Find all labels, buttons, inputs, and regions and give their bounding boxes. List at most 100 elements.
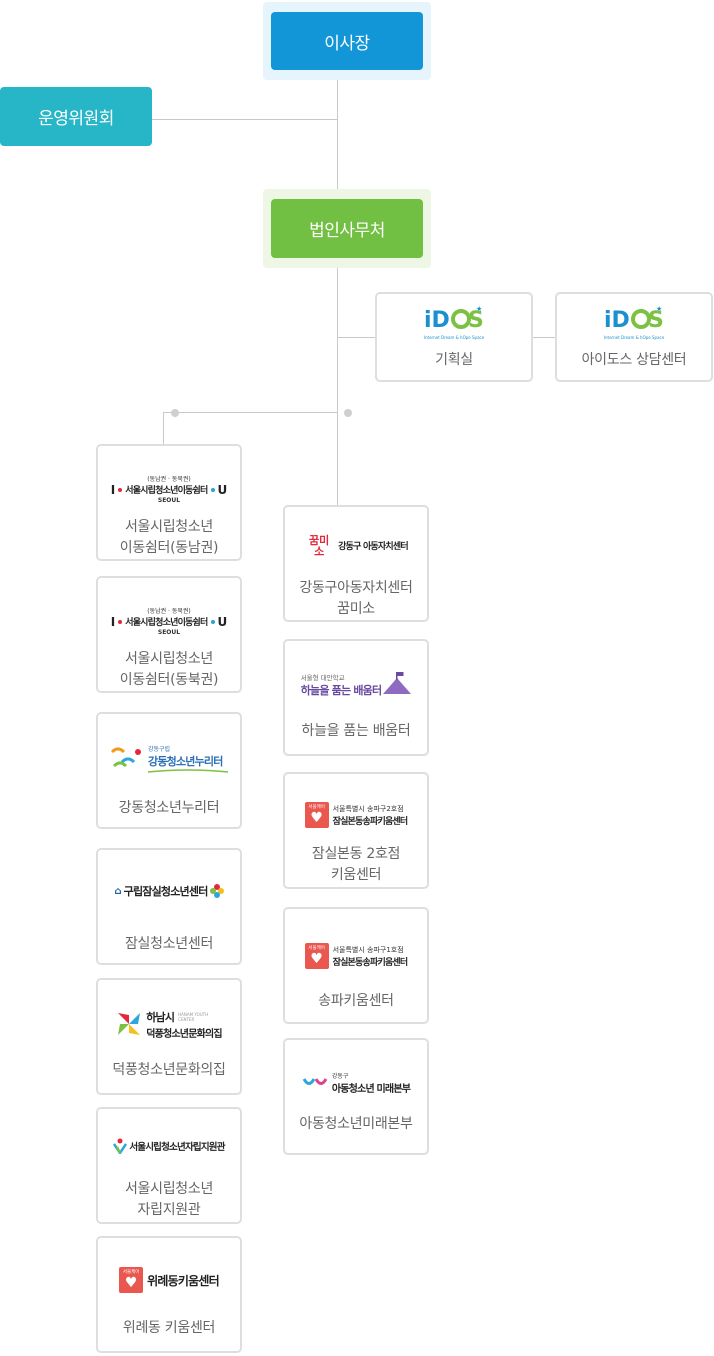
independence-logo-text: 서울시립청소년자립지원관 — [129, 1142, 225, 1153]
left-card-independence[interactable]: 서울시립청소년자립지원관 서울시립청소년 자립지원관 — [96, 1107, 242, 1224]
shelter-logo-top: (동남권 · 동북권) — [147, 475, 191, 483]
kkummiso-logo: 꿈미소 강동구 아동자치센터 — [285, 525, 427, 566]
idos-logo: iD S ★ Internet Dream & hOpe Space — [377, 294, 531, 350]
shelter-logo-text: 서울시립청소년이동쉼터 — [125, 618, 208, 628]
nurriter-mark-icon — [110, 747, 141, 768]
deokpung-logo-top: 하남시 — [146, 1010, 175, 1024]
flower-icon — [209, 884, 224, 898]
nurriter-underline — [148, 768, 228, 773]
future-logo: 강동구 아동청소년 미래본부 — [285, 1060, 427, 1106]
future-logo-top: 강동구 — [331, 1073, 349, 1080]
center-card-future[interactable]: 강동구 아동청소년 미래본부 아동청소년미래본부 — [283, 1038, 429, 1155]
nurriter-logo-top: 강동구립 — [148, 745, 171, 753]
left-branch-line — [163, 412, 338, 413]
wirye-logo: 서울케어 ♥ 위례동키움센터 — [98, 1256, 240, 1304]
nurriter-logo: 강동구립 강동청소년누리터 — [98, 736, 240, 780]
blue-dot-icon — [210, 487, 215, 492]
jamsil-logo: ⌂ 구립잠실청소년센터 — [98, 866, 240, 916]
seoul-care-heart-icon: 서울케어 ♥ — [119, 1267, 144, 1293]
red-dot-icon — [118, 619, 123, 624]
branch-dot-center — [344, 409, 352, 417]
seoul-care-badge: 서울케어 — [308, 805, 325, 810]
unit-label: 강동구아동자치센터 꿈미소 — [299, 580, 413, 617]
haneul-logo: 서울형 대안학교 하늘을 품는 배움터 — [285, 663, 427, 707]
idos-logo: iD S ★ Internet Dream & hOpe Space — [557, 294, 711, 350]
unit-label: 송파키움센터 — [318, 993, 394, 1009]
idos-logo-sub: Internet Dream & hOpe Space — [423, 334, 485, 340]
wirye-logo-text: 위례동키움센터 — [147, 1273, 219, 1288]
seoul-care-logo-text: 잠실본동송파키움센터 — [332, 816, 409, 827]
trunk-line-bottom — [337, 268, 338, 507]
deokpung-logo-top-sub: HANAM YOUTH CENTER — [178, 1011, 209, 1022]
seoul-care-logo-top: 서울특별시 송파구2호점 — [332, 804, 404, 813]
svg-text:★: ★ — [476, 305, 482, 313]
svg-text:S: S — [648, 308, 664, 333]
pinwheel-icon — [118, 1013, 141, 1035]
trunk-line-top — [337, 80, 338, 190]
seoul-care-badge: 서울케어 — [308, 946, 325, 951]
unit-label: 아동청소년미래본부 — [299, 1116, 413, 1132]
svg-text:★: ★ — [656, 305, 662, 313]
seoul-care-heart-icon: 서울케어 ♥ — [304, 943, 329, 969]
shelter-logo-top: (동남권 · 동북권) — [147, 607, 191, 615]
seoul-care-heart-icon: 서울케어 ♥ — [304, 802, 329, 828]
chairman-node[interactable]: 이사장 — [271, 12, 423, 70]
blue-dot-icon — [210, 619, 215, 624]
future-logo-text: 아동청소년 미래본부 — [331, 1084, 411, 1095]
seoul-care-logo: 서울케어 ♥ 서울특별시 송파구1호점 잠실본동송파키움센터 — [285, 935, 427, 977]
jamsil-logo-text: 구립잠실청소년센터 — [123, 885, 209, 898]
shelter-logo-sub: SEOUL — [157, 496, 181, 504]
center-card-jamsil-2ho[interactable]: 서울케어 ♥ 서울특별시 송파구2호점 잠실본동송파키움센터 잠실본동 2호점 … — [283, 772, 429, 889]
idos-logo-icon: iD S ★ — [424, 305, 484, 333]
idos-logo-sub: Internet Dream & hOpe Space — [603, 334, 665, 340]
unit-label: 강동청소년누리터 — [118, 800, 220, 816]
left-card-shelter-southeast[interactable]: (동남권 · 동북권) I 서울시립청소년이동쉼터 U SEOUL 서울시립청소… — [96, 444, 242, 561]
seoul-care-logo: 서울케어 ♥ 서울특별시 송파구2호점 잠실본동송파키움센터 — [285, 794, 427, 836]
committee-line — [152, 119, 338, 120]
unit-label: 잠실청소년센터 — [124, 936, 214, 952]
center-card-songpa[interactable]: 서울케어 ♥ 서울특별시 송파구1호점 잠실본동송파키움센터 송파키움센터 — [283, 907, 429, 1024]
committee-node[interactable]: 운영위원회 — [0, 87, 152, 146]
unit-label: 기획실 — [435, 352, 473, 368]
red-dot-icon — [118, 487, 123, 492]
left-card-nurriter[interactable]: 강동구립 강동청소년누리터 강동청소년누리터 — [96, 712, 242, 829]
jamsil-mark-icon: ⌂ — [114, 885, 122, 897]
person-icon — [113, 1138, 128, 1154]
office-node[interactable]: 법인사무처 — [271, 199, 423, 258]
unit-label: 서울시립청소년 자립지원관 — [124, 1181, 214, 1218]
unit-label: 덕풍청소년문화의집 — [112, 1062, 226, 1078]
unit-card-counseling[interactable]: iD S ★ Internet Dream & hOpe Space 아이도스 … — [555, 292, 713, 382]
haneul-logo-text: 하늘을 품는 배움터 — [300, 684, 382, 697]
left-card-wirye[interactable]: 서울케어 ♥ 위례동키움센터 위례동 키움센터 — [96, 1236, 242, 1353]
left-card-jamsil[interactable]: ⌂ 구립잠실청소년센터 잠실청소년센터 — [96, 848, 242, 965]
deokpung-logo-text: 덕풍청소년문화의집 — [146, 1028, 222, 1040]
kkummiso-logo-text: 강동구 아동자치센터 — [338, 542, 408, 552]
unit-label: 하늘을 품는 배움터 — [301, 723, 411, 739]
school-roof-icon — [383, 672, 412, 694]
left-card-deokpung[interactable]: 하남시 HANAM YOUTH CENTER 덕풍청소년문화의집 덕풍청소년문화… — [96, 978, 242, 1095]
unit-card-planning[interactable]: iD S ★ Internet Dream & hOpe Space 기획실 — [375, 292, 533, 382]
nurriter-logo-text: 강동청소년누리터 — [148, 754, 223, 768]
center-card-kkummiso[interactable]: 꿈미소 강동구 아동자치센터 강동구아동자치센터 꿈미소 — [283, 505, 429, 622]
idos-logo-icon: iD S ★ — [604, 305, 664, 333]
independence-logo: 서울시립청소년자립지원관 — [98, 1123, 240, 1169]
kkummiso-mark-icon: 꿈미소 — [309, 533, 330, 558]
unit-label: 잠실본동 2호점 키움센터 — [311, 846, 401, 883]
seoul-care-badge: 서울케어 — [122, 1270, 140, 1275]
left-card-shelter-northeast[interactable]: (동남권 · 동북권) I 서울시립청소년이동쉼터 U SEOUL 서울시립청소… — [96, 576, 242, 693]
left-branch-drop — [163, 412, 164, 446]
unit-label: 위례동 키움센터 — [122, 1320, 216, 1336]
shelter-logo-text: 서울시립청소년이동쉼터 — [125, 486, 208, 496]
center-card-haneul[interactable]: 서울형 대안학교 하늘을 품는 배움터 하늘을 품는 배움터 — [283, 639, 429, 756]
shelter-logo: (동남권 · 동북권) I 서울시립청소년이동쉼터 U SEOUL — [110, 607, 228, 636]
unit-label: 서울시립청소년 이동쉼터(동북권) — [119, 651, 219, 688]
seoul-care-logo-top: 서울특별시 송파구1호점 — [332, 945, 404, 954]
haneul-logo-top: 서울형 대안학교 — [300, 674, 345, 682]
svg-text:iD: iD — [604, 308, 630, 333]
svg-text:S: S — [468, 308, 484, 333]
branch-dot-left — [171, 409, 179, 417]
seoul-care-logo-text: 잠실본동송파키움센터 — [332, 957, 409, 968]
unit-label: 아이도스 상담센터 — [581, 352, 687, 368]
unit-label: 서울시립청소년 이동쉼터(동남권) — [119, 519, 219, 556]
shelter-logo: (동남권 · 동북권) I 서울시립청소년이동쉼터 U SEOUL — [110, 475, 228, 504]
